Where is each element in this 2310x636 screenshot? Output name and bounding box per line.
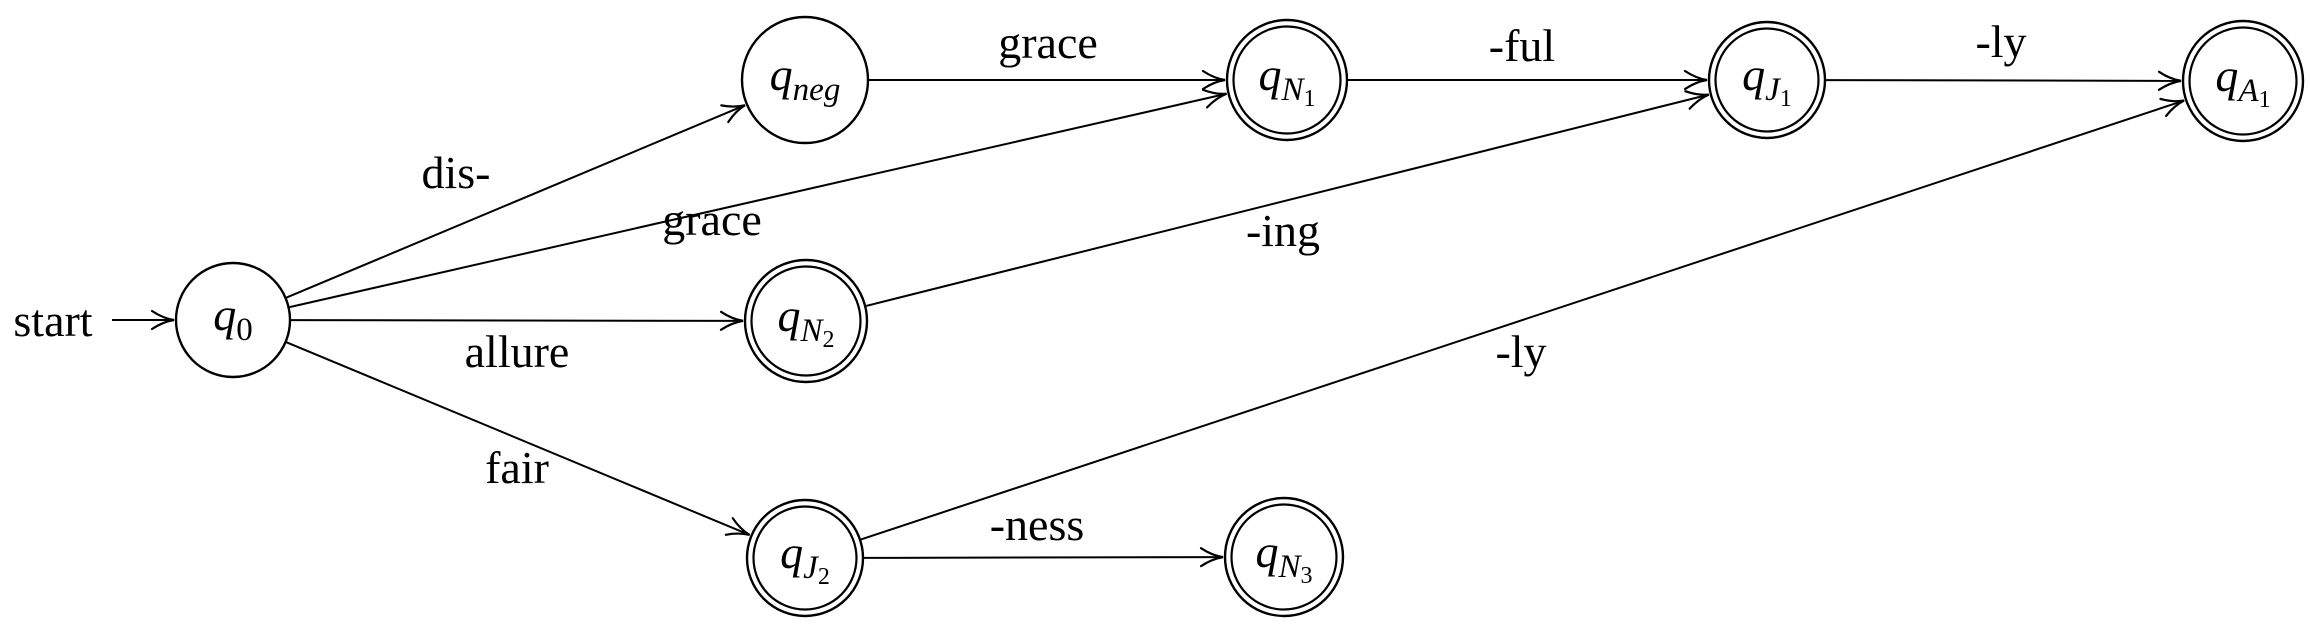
state-circle-qN2 (743, 258, 869, 384)
start-label: start (13, 295, 92, 346)
transition-label-qJ2-qN3: -ness (990, 499, 1085, 550)
state-inner-circle-qN3 (1230, 503, 1338, 611)
state-label-qN2: qN2 (777, 290, 834, 353)
state-label-qJ2: qJ2 (780, 527, 830, 590)
state-inner-circle-qN2 (750, 265, 862, 377)
state-inner-circle-qN1 (1232, 25, 1342, 135)
transition-label-qN2-qJ1: -ing (1246, 205, 1320, 256)
transition-q0-qN2 (290, 310, 744, 331)
state-qN1: qN1 (1225, 18, 1349, 142)
state-qJ2: qJ2 (745, 498, 865, 618)
transition-qJ2-qN3 (863, 547, 1224, 568)
transition-qJ1-qA1 (1825, 70, 2182, 91)
transition-q0-qN1 (289, 88, 1227, 309)
transition-q0-qneg (286, 104, 746, 299)
state-label-q0: q0 (213, 289, 253, 348)
state-label-qneg: qneg (770, 49, 841, 108)
state-circle-qJ2 (745, 498, 865, 618)
transition-qJ2-qA1 (860, 97, 2185, 541)
state-qneg: qneg (740, 15, 870, 145)
transition-q0-qJ2 (286, 341, 751, 537)
state-circle-qA1 (2181, 19, 2305, 143)
states-layer: q0 qneg qN1 qJ1 qA1 qN2 qJ2 qN3 (174, 15, 2305, 618)
state-label-qA1: qA1 (2215, 50, 2270, 113)
state-circle-qJ1 (1707, 20, 1827, 140)
state-inner-circle-qA1 (2188, 26, 2298, 136)
state-circle-q0 (174, 261, 292, 379)
transition-label-qJ1-qA1: -ly (1975, 16, 2026, 67)
state-q0: q0 (174, 261, 292, 379)
state-inner-circle-qJ1 (1714, 27, 1820, 133)
state-qN3: qN3 (1223, 496, 1345, 618)
transition-label-q0-qN1: grace (662, 194, 762, 245)
transition-label-q0-qneg: dis- (422, 147, 491, 198)
transition-qN2-qJ1 (865, 90, 1710, 307)
transition-label-qJ2-qA1: -ly (1495, 326, 1546, 377)
state-circle-qN1 (1225, 18, 1349, 142)
transition-label-qneg-qN1: grace (998, 17, 1098, 68)
state-qN2: qN2 (743, 258, 869, 384)
state-circle-qneg (740, 15, 870, 145)
state-qA1: qA1 (2181, 19, 2305, 143)
state-label-qN1: qN1 (1258, 49, 1315, 112)
transition-label-qN1-qJ1: -ful (1489, 20, 1555, 71)
state-qJ1: qJ1 (1707, 20, 1827, 140)
state-inner-circle-qJ2 (752, 505, 858, 611)
transition-label-q0-qJ2: fair (485, 442, 549, 493)
transition-labels-layer: start dis-grace allure fair grace -ful -ly -ing… (13, 16, 2026, 550)
state-circle-qN3 (1223, 496, 1345, 618)
transitions-layer (112, 69, 2185, 568)
transition-label-q0-qN2: allure (465, 326, 570, 377)
state-label-qN3: qN3 (1255, 526, 1312, 589)
state-label-qJ1: qJ1 (1742, 49, 1792, 112)
